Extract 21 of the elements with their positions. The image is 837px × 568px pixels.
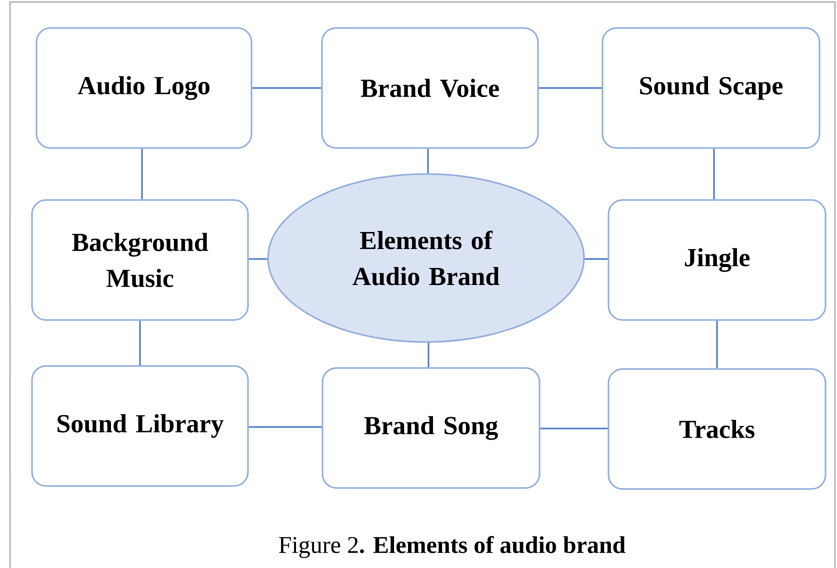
- connector-line: [252, 87, 322, 89]
- element-box: Tracks: [608, 368, 826, 490]
- element-box: Sound Library: [31, 365, 249, 487]
- element-box: Audio Logo: [36, 27, 252, 149]
- connector-line: [141, 148, 143, 200]
- connector-line: [248, 426, 322, 428]
- connector-line: [584, 258, 608, 260]
- connector-line: [248, 258, 268, 260]
- connector-line: [538, 87, 602, 89]
- element-box: Brand Voice: [321, 27, 539, 149]
- connector-line: [716, 320, 718, 368]
- element-box: Jingle: [608, 199, 826, 321]
- connector-line: [713, 148, 715, 200]
- connector-line: [139, 320, 141, 366]
- connector-line: [428, 342, 430, 368]
- element-box: Background Music: [31, 199, 249, 321]
- connector-line: [427, 148, 429, 174]
- connector-line: [540, 428, 608, 430]
- element-box: Sound Scape: [602, 27, 820, 149]
- element-box: Brand Song: [322, 367, 540, 489]
- figure-caption: Figure 2. Elements of audio brand: [279, 536, 626, 558]
